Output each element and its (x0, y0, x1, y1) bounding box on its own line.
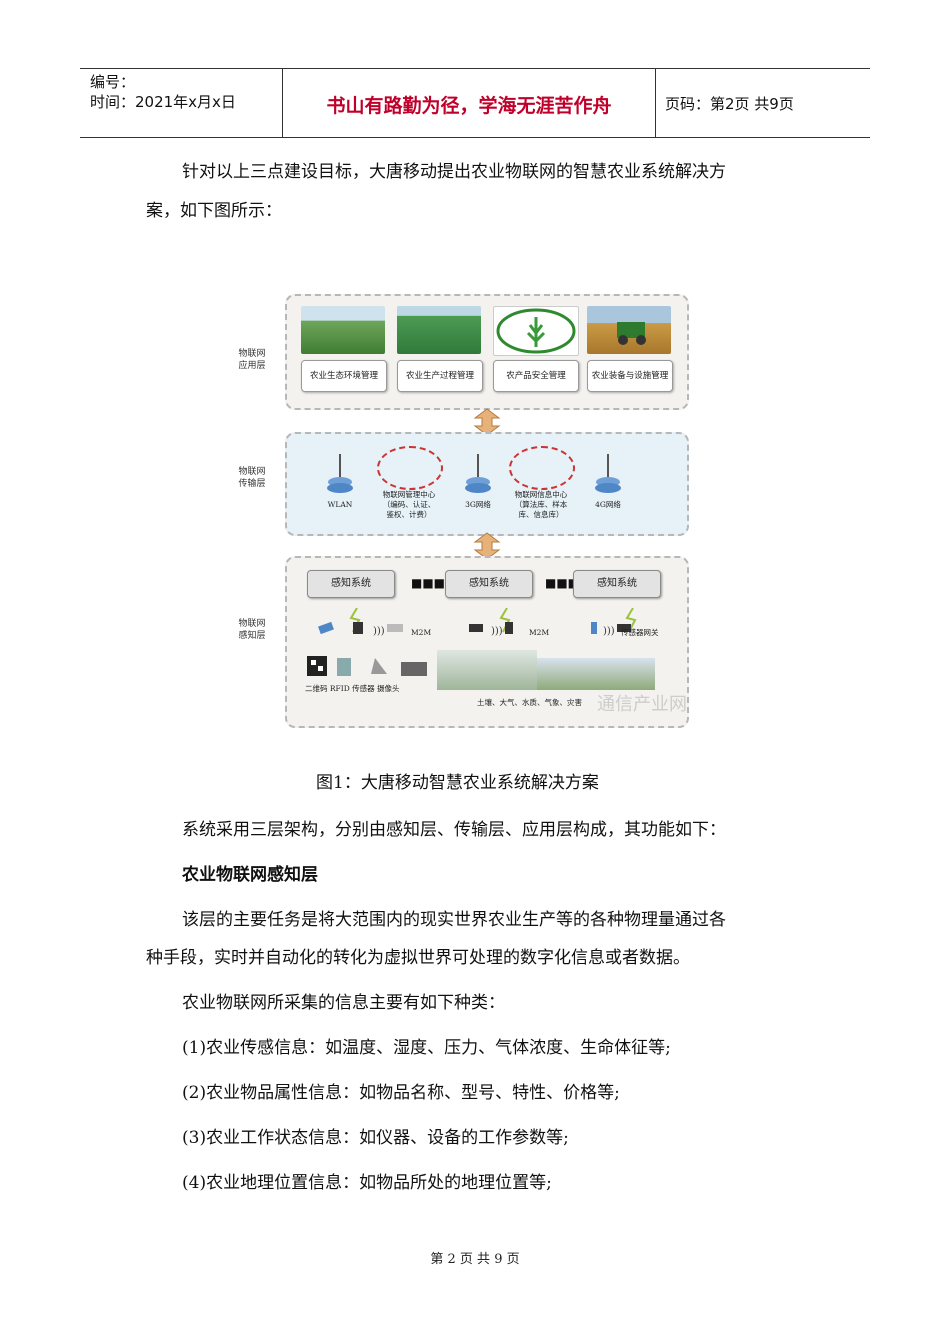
sensing-system-box: 感知系统 (445, 570, 533, 598)
list-item: (2)农业物品属性信息：如物品名称、型号、特性、价格等; (182, 1083, 620, 1103)
env-label: 土壤、大气、水质、气象、灾害 (477, 698, 582, 707)
module-safety: 农产品安全管理 (493, 360, 579, 392)
wlan-label: WLAN (327, 500, 353, 509)
4g-label: 4G网络 (595, 500, 621, 509)
page-footer: 第 2 页 共 9 页 (430, 1252, 520, 1267)
transport-layer-title: 物联网 传输层 (238, 467, 266, 489)
code-label: 编号： (90, 73, 136, 91)
info-center-label: 物联网信息中心 （算法库、样本 库、信息库） (514, 490, 568, 519)
list-item: (3)农业工作状态信息：如仪器、设备的工作参数等; (182, 1128, 569, 1148)
list-item: (4)农业地理位置信息：如物品所处的地理位置等; (182, 1173, 552, 1193)
3g-label: 3G网络 (465, 500, 491, 509)
m2m-label: M2M (529, 628, 550, 637)
paragraph-2-line-2: 种手段，实时并自动化的转化为虚拟世界可处理的数字化信息或者数据。 (146, 948, 690, 968)
figure-caption: 图1：大唐移动智慧农业系统解决方案 (316, 773, 599, 793)
app-layer-title: 物联网 应用层 (238, 349, 266, 371)
architecture-diagram: 物联网 应用层 农业生态环境管理 农业生产过程管理 农产品安全管理 农业装备与设… (225, 288, 693, 736)
page-header: 编号： 时间：2021年x月x日 书山有路勤为径，学海无涯苦作舟 页码：第2页 … (80, 68, 870, 138)
m2m-label: M2M (411, 628, 432, 637)
watermark: 通信产业网 (597, 694, 687, 715)
field-station-photo (537, 658, 655, 690)
motto: 书山有路勤为径，学海无涯苦作舟 (326, 95, 612, 117)
header-page-cell: 页码：第2页 共9页 (655, 69, 870, 137)
svg-text:))): ))) (373, 626, 385, 637)
module-eco-env: 农业生态环境管理 (301, 360, 387, 392)
page-number-label: 页码：第2页 共9页 (665, 95, 794, 113)
ellipsis: ■■■ (545, 576, 580, 590)
harvester-photo (587, 306, 671, 354)
transport-layer: WLAN 物联网管理中心 （编码、认证、 鉴权、计费） 3G网络 物联网信息中心… (285, 432, 689, 536)
perception-layer-title: 物联网 感知层 (238, 619, 266, 641)
field-photo (397, 306, 481, 354)
list-item: (1)农业传感信息：如温度、湿度、压力、气体浓度、生命体征等; (182, 1038, 671, 1058)
device-row-icons: ))) ))) ))) (318, 608, 637, 637)
farm-photo (301, 306, 385, 354)
greenhouse-photo (437, 650, 537, 690)
4g-tower-icon (595, 454, 621, 493)
module-production: 农业生产过程管理 (397, 360, 483, 392)
intro-line-2: 案，如下图所示： (146, 201, 282, 221)
sensing-system-box: 感知系统 (307, 570, 395, 598)
sensing-system-box: 感知系统 (573, 570, 661, 598)
ellipsis: ■■■ (411, 576, 446, 590)
mgmt-center-label: 物联网管理中心 （编码、认证、 鉴权、计费） (382, 490, 436, 519)
gateway-label: 传感器网关 (621, 628, 659, 637)
sensor-device-icons (307, 656, 427, 676)
3g-tower-icon (465, 454, 491, 493)
paragraph-2-line-1: 该层的主要任务是将大范围内的现实世界农业生产等的各种物理量通过各 (182, 910, 726, 930)
module-equipment: 农业装备与设施管理 (587, 360, 673, 392)
time-label: 时间：2021年x月x日 (90, 93, 236, 111)
paragraph-1: 系统采用三层架构，分别由感知层、传输层、应用层构成，其功能如下： (182, 820, 726, 840)
green-food-logo (493, 306, 579, 356)
svg-text:))): ))) (491, 626, 503, 637)
intro-line-1: 针对以上三点建设目标，大唐移动提出农业物联网的智慧农业系统解决方 (182, 162, 726, 182)
mgmt-center-icon (377, 446, 443, 490)
application-layer: 农业生态环境管理 农业生产过程管理 农产品安全管理 农业装备与设施管理 (285, 294, 689, 410)
svg-text:))): ))) (603, 626, 615, 637)
paragraph-3: 农业物联网所采集的信息主要有如下种类： (182, 993, 505, 1013)
device-labels: 二维码 RFID 传感器 摄像头 (305, 684, 400, 693)
header-meta-cell: 编号： 时间：2021年x月x日 (80, 69, 282, 137)
header-motto-cell: 书山有路勤为径，学海无涯苦作舟 (282, 69, 656, 137)
perception-layer: 感知系统 ■■■ 感知系统 ■■■ 感知系统 ))) ))) ))) M2M M… (285, 556, 689, 728)
wlan-tower-icon (327, 454, 353, 493)
section-heading: 农业物联网感知层 (182, 865, 318, 885)
info-center-icon (509, 446, 575, 490)
